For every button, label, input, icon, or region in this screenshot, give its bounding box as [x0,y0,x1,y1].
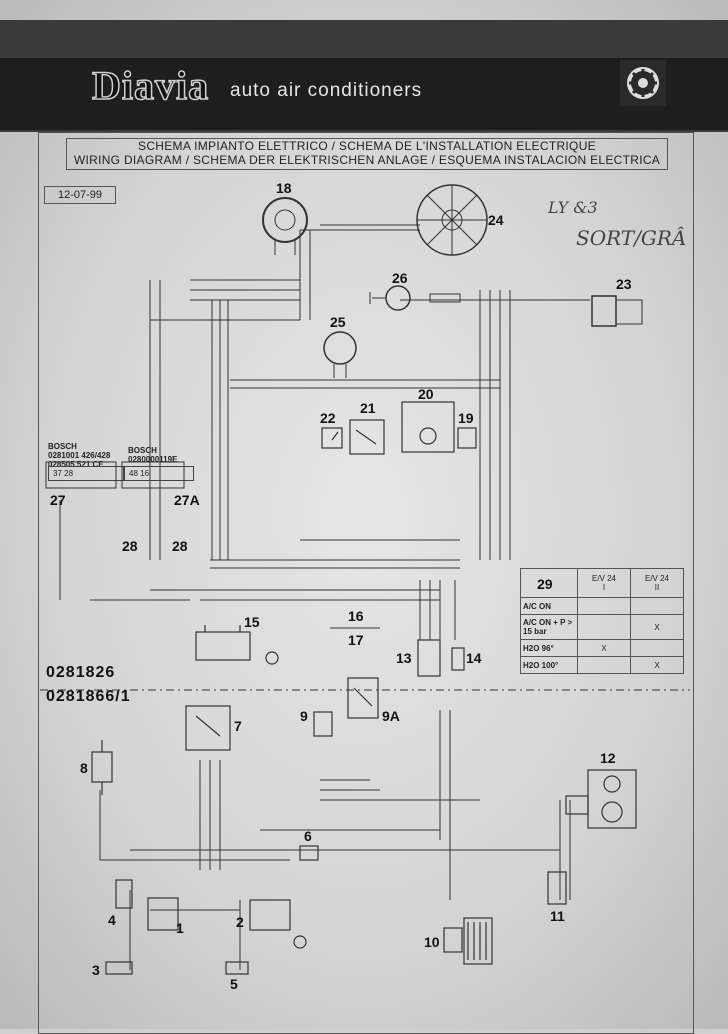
table-col-2: E/V 24 II [630,568,684,598]
component-9a-label: 9A [382,708,400,724]
switch-table: E/V 24 I E/V 24 II A/C ON A/C ON + P > 1… [520,568,684,674]
component-26-label: 26 [392,270,408,286]
brand-emblem-icon [620,60,666,106]
component-23-connector [591,295,643,327]
table-row: H2O 96° X [520,639,684,657]
handwritten-note-2: SORT/GRÂ [576,226,687,250]
component-1-label: 1 [176,920,184,936]
component-14-label: 14 [466,650,482,666]
component-27-label: 27 [50,492,66,508]
component-18-switch [262,197,308,255]
component-6-label: 6 [304,828,312,844]
table-row: A/C ON [520,597,684,615]
table-row: H2O 100° X [520,656,684,674]
table-col-1: E/V 24 I [577,568,631,598]
component-2-label: 2 [236,914,244,930]
component-4-label: 4 [108,912,116,928]
component-15-label: 15 [244,614,260,630]
component-16-label: 16 [348,608,364,624]
relay-right-label: BOSCH 0280000119E [128,446,178,464]
component-25-label: 25 [330,314,346,330]
brand-logo: Diavia [91,62,210,109]
component-17-label: 17 [348,632,364,648]
component-24-label: 24 [488,212,504,228]
table-header-row: E/V 24 I E/V 24 II [520,568,684,598]
component-7-label: 7 [234,718,242,734]
component-9-label: 9 [300,708,308,724]
header-bar [0,20,728,132]
component-25-switch [323,331,357,378]
title-box: SCHEMA IMPIANTO ELETTRICO / SCHEMA DE L'… [66,138,668,170]
title-line-2: WIRING DIAGRAM / SCHEMA DER ELEKTRISCHEN… [73,153,661,167]
component-8-label: 8 [80,760,88,776]
component-18-label: 18 [276,180,292,196]
component-5-label: 5 [230,976,238,992]
relay-left-label: BOSCH 0281001 426/428 028505 521 CE [48,442,111,469]
part-code-2: 0281866/1 [46,688,131,705]
component-3-label: 3 [92,962,100,978]
component-19-label: 19 [458,410,474,426]
component-24-fan [416,184,488,256]
table-row: A/C ON + P > 15 bar X [520,614,684,640]
component-23-label: 23 [616,276,632,292]
component-27a-label: 27A [174,492,200,508]
component-10-label: 10 [424,934,440,950]
part-code-1: 0281826 [46,664,116,681]
title-line-1: SCHEMA IMPIANTO ELETTRICO / SCHEMA DE L'… [138,139,596,153]
relay-left-pins: 37 28 [48,466,124,481]
component-28b-label: 28 [172,538,188,554]
component-22-label: 22 [320,410,336,426]
date-stamp: 12-07-99 [44,186,116,204]
component-11-label: 11 [550,908,565,924]
handwritten-note-1: LY &3 [548,198,598,217]
component-20-label: 20 [418,386,434,402]
header-band [0,58,728,130]
component-28-label: 28 [122,538,138,554]
relay-right-pins: 48 16 [124,466,194,481]
component-26-clutch [369,285,461,311]
component-21-label: 21 [360,400,376,416]
brand-tagline: auto air conditioners [230,80,423,101]
component-13-label: 13 [396,650,412,666]
component-12-label: 12 [600,750,616,766]
